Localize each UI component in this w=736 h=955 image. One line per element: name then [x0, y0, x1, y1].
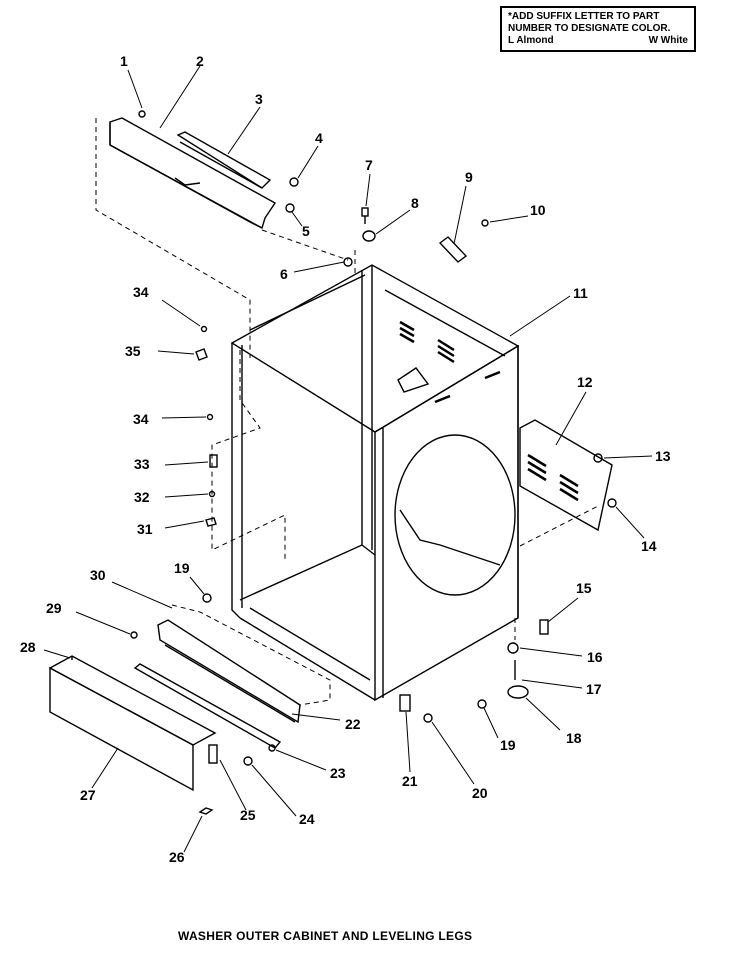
callout-8: 8: [411, 195, 419, 211]
callout-4: 4: [315, 130, 323, 146]
callout-12: 12: [577, 374, 593, 390]
clip-4: [289, 177, 299, 187]
callout-9: 9: [465, 169, 473, 185]
clip-35: [195, 348, 208, 361]
callout-29: 29: [46, 600, 62, 616]
guide-left-1: [211, 350, 286, 560]
callout-25: 25: [240, 807, 256, 823]
callout-5: 5: [302, 223, 310, 239]
foot-18: [507, 685, 529, 699]
callout-22: 22: [345, 716, 361, 732]
note-almond: L Almond: [508, 35, 554, 46]
top-panel: [109, 117, 277, 230]
clip-6: [343, 257, 353, 267]
callout-14: 14: [641, 538, 657, 554]
clip-26: [198, 807, 214, 815]
cover-9: [438, 236, 468, 263]
base-bracket: [133, 619, 301, 749]
color-suffix-note: *ADD SUFFIX LETTER TO PART NUMBER TO DES…: [500, 6, 696, 52]
callout-19-right: 19: [500, 737, 516, 753]
callout-11: 11: [573, 285, 588, 301]
screw-29: [130, 631, 138, 639]
rear-panel: [519, 419, 613, 532]
guide-top-right: [261, 229, 349, 261]
guide-top: [95, 118, 251, 358]
callout-17: 17: [586, 681, 602, 697]
clip-31: [205, 517, 217, 527]
callout-31: 31: [137, 521, 153, 537]
kick-panel: [48, 655, 217, 792]
callout-33: 33: [134, 456, 150, 472]
callout-7: 7: [365, 157, 373, 173]
bracket-21: [399, 694, 411, 712]
screw-20: [423, 713, 433, 723]
bracket-33: [209, 454, 218, 468]
screw-1: [138, 110, 146, 118]
guide-base: [171, 604, 331, 706]
screw-14: [607, 498, 617, 508]
cabinet-body: [230, 264, 520, 702]
callout-28: 28: [20, 639, 36, 655]
nut-16: [507, 642, 519, 654]
bracket-15: [539, 619, 549, 635]
nut-5: [285, 203, 295, 213]
spring-25: [208, 744, 218, 764]
screw-24: [243, 756, 253, 766]
callout-34-lower: 34: [133, 411, 149, 427]
callout-21: 21: [402, 773, 418, 789]
screw-23: [268, 744, 276, 752]
callout-2: 2: [196, 53, 204, 69]
callout-1: 1: [120, 53, 128, 69]
leader-lines: [43, 65, 653, 853]
top-trim: [176, 131, 272, 189]
callout-3: 3: [255, 91, 263, 107]
note-white: W White: [648, 35, 688, 46]
callout-numbers: 1 2 3 4 5 7 8 9 10 6 34 11 35 12 34 13 3…: [20, 53, 671, 865]
screw-19-right: [477, 699, 487, 709]
callout-24: 24: [299, 811, 315, 827]
note-line-2: NUMBER TO DESIGNATE COLOR.: [508, 23, 671, 34]
callout-20: 20: [472, 785, 488, 801]
screw-10: [481, 219, 489, 227]
note-colors: L Almond W White: [508, 35, 688, 47]
screw-34-upper: [200, 325, 208, 333]
callout-15: 15: [576, 580, 592, 596]
callout-10: 10: [530, 202, 546, 218]
note-line-1: *ADD SUFFIX LETTER TO PART: [508, 11, 660, 22]
callout-19-left: 19: [174, 560, 190, 576]
callout-32: 32: [134, 489, 150, 505]
callout-34-upper: 34: [133, 284, 149, 300]
screw-34-lower: [206, 413, 214, 421]
callout-26: 26: [169, 849, 185, 865]
callout-6: 6: [280, 266, 288, 282]
screw-19-left: [202, 593, 212, 603]
callout-13: 13: [655, 448, 671, 464]
diagram-caption: WASHER OUTER CABINET AND LEVELING LEGS: [178, 929, 473, 943]
guide-rear: [519, 504, 601, 547]
callout-18: 18: [566, 730, 582, 746]
callout-16: 16: [587, 649, 603, 665]
callout-30: 30: [90, 567, 106, 583]
grommet-8: [362, 230, 376, 242]
screw-7: [361, 207, 369, 224]
screw-13: [593, 453, 603, 463]
callout-23: 23: [330, 765, 346, 781]
callout-35: 35: [125, 343, 141, 359]
callout-27: 27: [80, 787, 96, 803]
